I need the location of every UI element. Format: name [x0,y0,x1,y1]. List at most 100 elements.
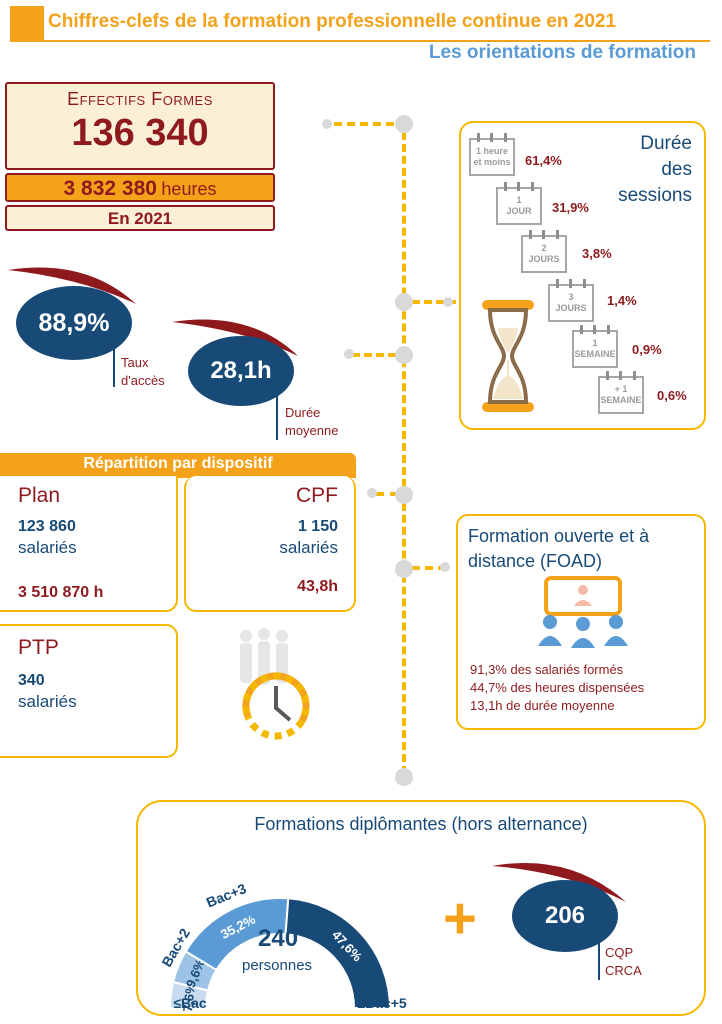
duree-label: Durée moyenne [285,404,338,440]
session-pct: 31,9% [552,200,589,215]
cpf-box: CPF 1 150 salariés 43,8h [184,476,356,612]
diplomantes-title: Formations diplômantes (hors alternance) [254,814,588,834]
foad-title-line1: Formation ouverte et à [468,526,650,546]
session-pct: 1,4% [607,293,637,308]
timeline-branch-3 [352,353,396,357]
cqp-marker-line [598,940,600,980]
calendar-line2: SEMAINE [600,395,642,405]
chart-category-label-0: ≤Bac [173,995,207,1011]
plus-sign: + [443,886,477,951]
taux-swoosh-icon [8,267,136,304]
header-underline [44,40,710,42]
calendar-line2: JOURS [528,254,560,264]
duree-label-line2: moyenne [285,423,339,438]
duree-marker-line [276,394,278,440]
dispositif-heading: Répartition par dispositif [0,453,356,478]
cqp-swoosh-icon [492,862,626,902]
session-pct: 0,6% [657,388,687,403]
duree-swoosh-icon [172,319,298,356]
page-subtitle: Les orientations de formation [428,42,696,63]
cpf-unit: salariés [279,538,338,557]
timeline-branch-1 [334,122,394,126]
ptp-box: PTP 340 salariés [0,624,178,758]
timeline-line [402,132,406,774]
cqp-oval: 206 [512,880,618,952]
diplomantes-box: Formations diplômantes (hors alternance) [136,800,706,1016]
cqp-label-line2: CRCA [605,963,642,978]
chart-segment-3 [284,897,392,1009]
page-title: Chiffres-clefs de la formation professio… [48,11,617,32]
taux-label: Taux d'accès [121,354,165,390]
cpf-hours: 43,8h [297,578,338,595]
timeline-dot-5 [395,560,413,578]
timeline-dot-end [395,768,413,786]
timeline-small-dot-4 [367,488,377,498]
calendar-line2: SEMAINE [574,349,616,359]
hours-value: 3 832 380 [63,177,157,200]
sessions-box: Durée des sessions [459,121,706,430]
effectifs-value: 136 340 [71,112,209,154]
foad-box: Formation ouverte et à distance (FOAD) 9… [456,514,706,730]
diplomes-total: 240 [258,925,299,952]
foad-title: Formation ouverte et à distance (FOAD) [468,524,649,574]
chart-category-label-3: ≥Bac+5 [357,995,407,1011]
ptp-unit: salariés [18,692,77,711]
timeline-branch-4 [376,492,398,496]
taux-label-line2: d'accès [121,373,165,388]
duree-label-line1: Durée [285,405,321,420]
cpf-count: 1 150 [297,518,338,535]
year-box: En 2021 [5,205,275,231]
sessions-title-line3: sessions [618,185,692,206]
taux-oval: 88,9% [16,286,132,360]
calendar-line1: + 1 [614,384,628,394]
plan-hours: 3 510 870 h [18,584,104,601]
hours-box: 3 832 380 heures [5,173,275,202]
timeline-small-dot-2 [443,297,453,307]
calendar-line1: 2 [541,243,547,253]
taux-label-line1: Taux [121,355,149,370]
effectifs-label: Effectifs formes [7,89,273,110]
timeline-branch-2 [412,300,456,304]
plan-unit: salariés [18,538,77,557]
session-pct: 0,9% [632,342,662,357]
duree-oval: 28,1h [188,336,294,406]
calendar-line2: JOUR [506,206,532,216]
session-pct: 3,8% [582,246,612,261]
cpf-label: CPF [296,484,338,507]
sessions-title: Durée des sessions [618,131,692,209]
calendar-line1: 3 [568,292,574,302]
hours-unit: heures [161,179,217,199]
ptp-count: 340 [18,672,45,689]
calendar-line2: JOURS [555,303,587,313]
calendar-line1: 1 [516,195,522,205]
plan-box: Plan 123 860 salariés 3 510 870 h [0,476,178,612]
calendar-line1: 1 [592,338,598,348]
people-clock-icon [240,628,310,740]
chart-value-label-0: 7,6% [180,981,198,1013]
sessions-title-line1: Durée [640,133,692,154]
timeline-small-dot-3 [344,349,354,359]
effectifs-label-text: Effectifs formes [67,89,213,109]
remote-classroom-icon [538,576,628,648]
cqp-label-line1: CQP [605,945,634,960]
foad-line-3: 13,1h de durée moyenne [470,698,615,713]
timeline-branch-5 [412,566,446,570]
cqp-label: CQP CRCA [605,944,642,980]
diplomes-total-unit: personnes [242,957,313,974]
header-accent-bar [10,6,44,42]
timeline-small-dot-1 [322,119,332,129]
timeline-small-dot-5 [440,562,450,572]
plan-count: 123 860 [18,518,76,535]
calendar-line1: 1 heure [475,146,508,156]
timeline-dot-1 [395,115,413,133]
foad-line-2: 44,7% des heures dispensées [470,680,645,695]
foad-line-1: 91,3% des salariés formés [470,662,624,677]
hourglass-icon [482,300,534,412]
